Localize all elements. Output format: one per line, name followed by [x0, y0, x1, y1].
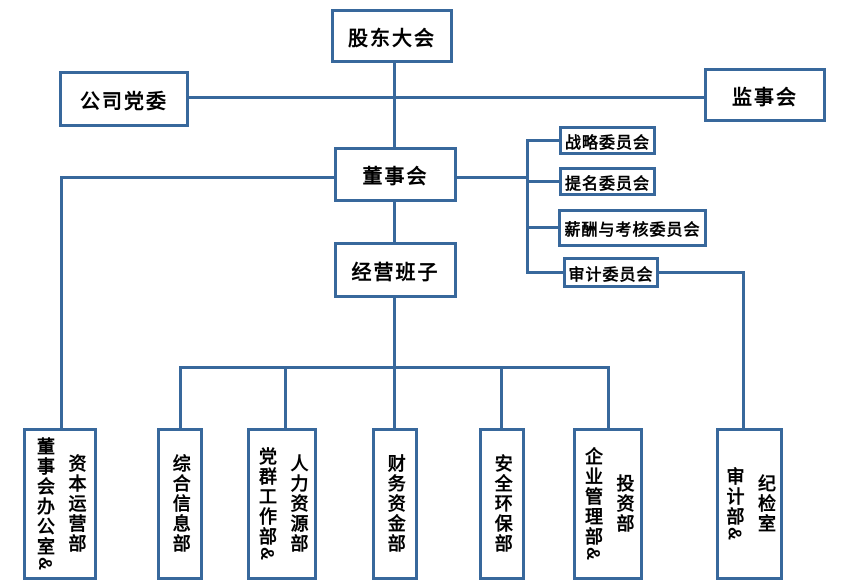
node-label: 安全环保部 — [492, 454, 513, 554]
connector-stub-audit — [526, 271, 563, 274]
node-supervisory-board: 监事会 — [704, 68, 826, 122]
node-dept-board-office-capital-operations: 董事会办公室& 资本运营部 — [23, 428, 97, 580]
connector-board-left — [61, 176, 334, 179]
connector-shareholders-board — [393, 63, 396, 147]
node-management-team: 经营班子 — [334, 242, 457, 298]
connector-committee-branch — [526, 139, 529, 274]
node-board-of-directors: 董事会 — [334, 147, 457, 202]
connector-audit-down — [742, 271, 745, 429]
node-dept-safety-environment: 安全环保部 — [479, 428, 525, 580]
node-label: 财务资金部 — [385, 454, 406, 554]
node-label: 股东大会 — [348, 27, 436, 50]
connector-left-down-board-office — [60, 176, 63, 428]
node-dept-general-information: 综合信息部 — [157, 428, 203, 580]
connector-drop-enterprise — [607, 366, 610, 428]
node-dept-audit-discipline-inspection: 审计部& 纪检室 — [716, 428, 783, 580]
connector-stub-nomination — [526, 180, 559, 183]
node-company-party-committee: 公司党委 — [59, 71, 189, 127]
connector-audit-right — [659, 271, 745, 274]
node-label: 薪酬与考核委员会 — [564, 222, 701, 239]
node-label: 党群工作部& 人力资源部 — [257, 446, 309, 562]
node-label: 审计部& 纪检室 — [724, 466, 777, 542]
connector-board-right — [457, 176, 528, 179]
connector-drop-general-info — [179, 366, 182, 428]
node-audit-committee: 审计委员会 — [563, 257, 659, 288]
connector-drop-safety — [500, 366, 503, 428]
node-label: 审计委员会 — [568, 266, 654, 284]
node-dept-enterprise-management-investment: 企业管理部& 投资部 — [573, 428, 643, 580]
connector-board-management — [393, 202, 396, 242]
node-label: 提名委员会 — [564, 175, 650, 193]
node-shareholders-meeting: 股东大会 — [331, 9, 453, 63]
node-remuneration-assessment-committee: 薪酬与考核委员会 — [558, 209, 707, 247]
node-dept-party-mass-work-human-resources: 党群工作部& 人力资源部 — [247, 428, 317, 580]
connector-drop-party-hr — [284, 366, 287, 428]
node-nomination-committee: 提名委员会 — [559, 167, 656, 196]
connector-party-supervisory — [189, 96, 704, 99]
node-strategy-committee: 战略委员会 — [559, 126, 656, 155]
node-label: 战略委员会 — [564, 134, 650, 152]
connector-management-rail-finance — [393, 298, 396, 428]
node-label: 经营班子 — [351, 261, 440, 284]
node-label: 监事会 — [732, 86, 798, 109]
node-label: 董事会 — [362, 166, 429, 188]
node-label: 综合信息部 — [170, 454, 191, 554]
connector-stub-remuneration — [526, 226, 558, 229]
connector-stub-strategy — [526, 139, 559, 142]
node-label: 董事会办公室& 资本运营部 — [35, 436, 87, 572]
node-dept-finance-funds: 财务资金部 — [372, 428, 418, 580]
node-label: 企业管理部& 投资部 — [583, 446, 635, 562]
connector-distribution-rail — [179, 366, 610, 369]
node-label: 公司党委 — [80, 90, 168, 113]
